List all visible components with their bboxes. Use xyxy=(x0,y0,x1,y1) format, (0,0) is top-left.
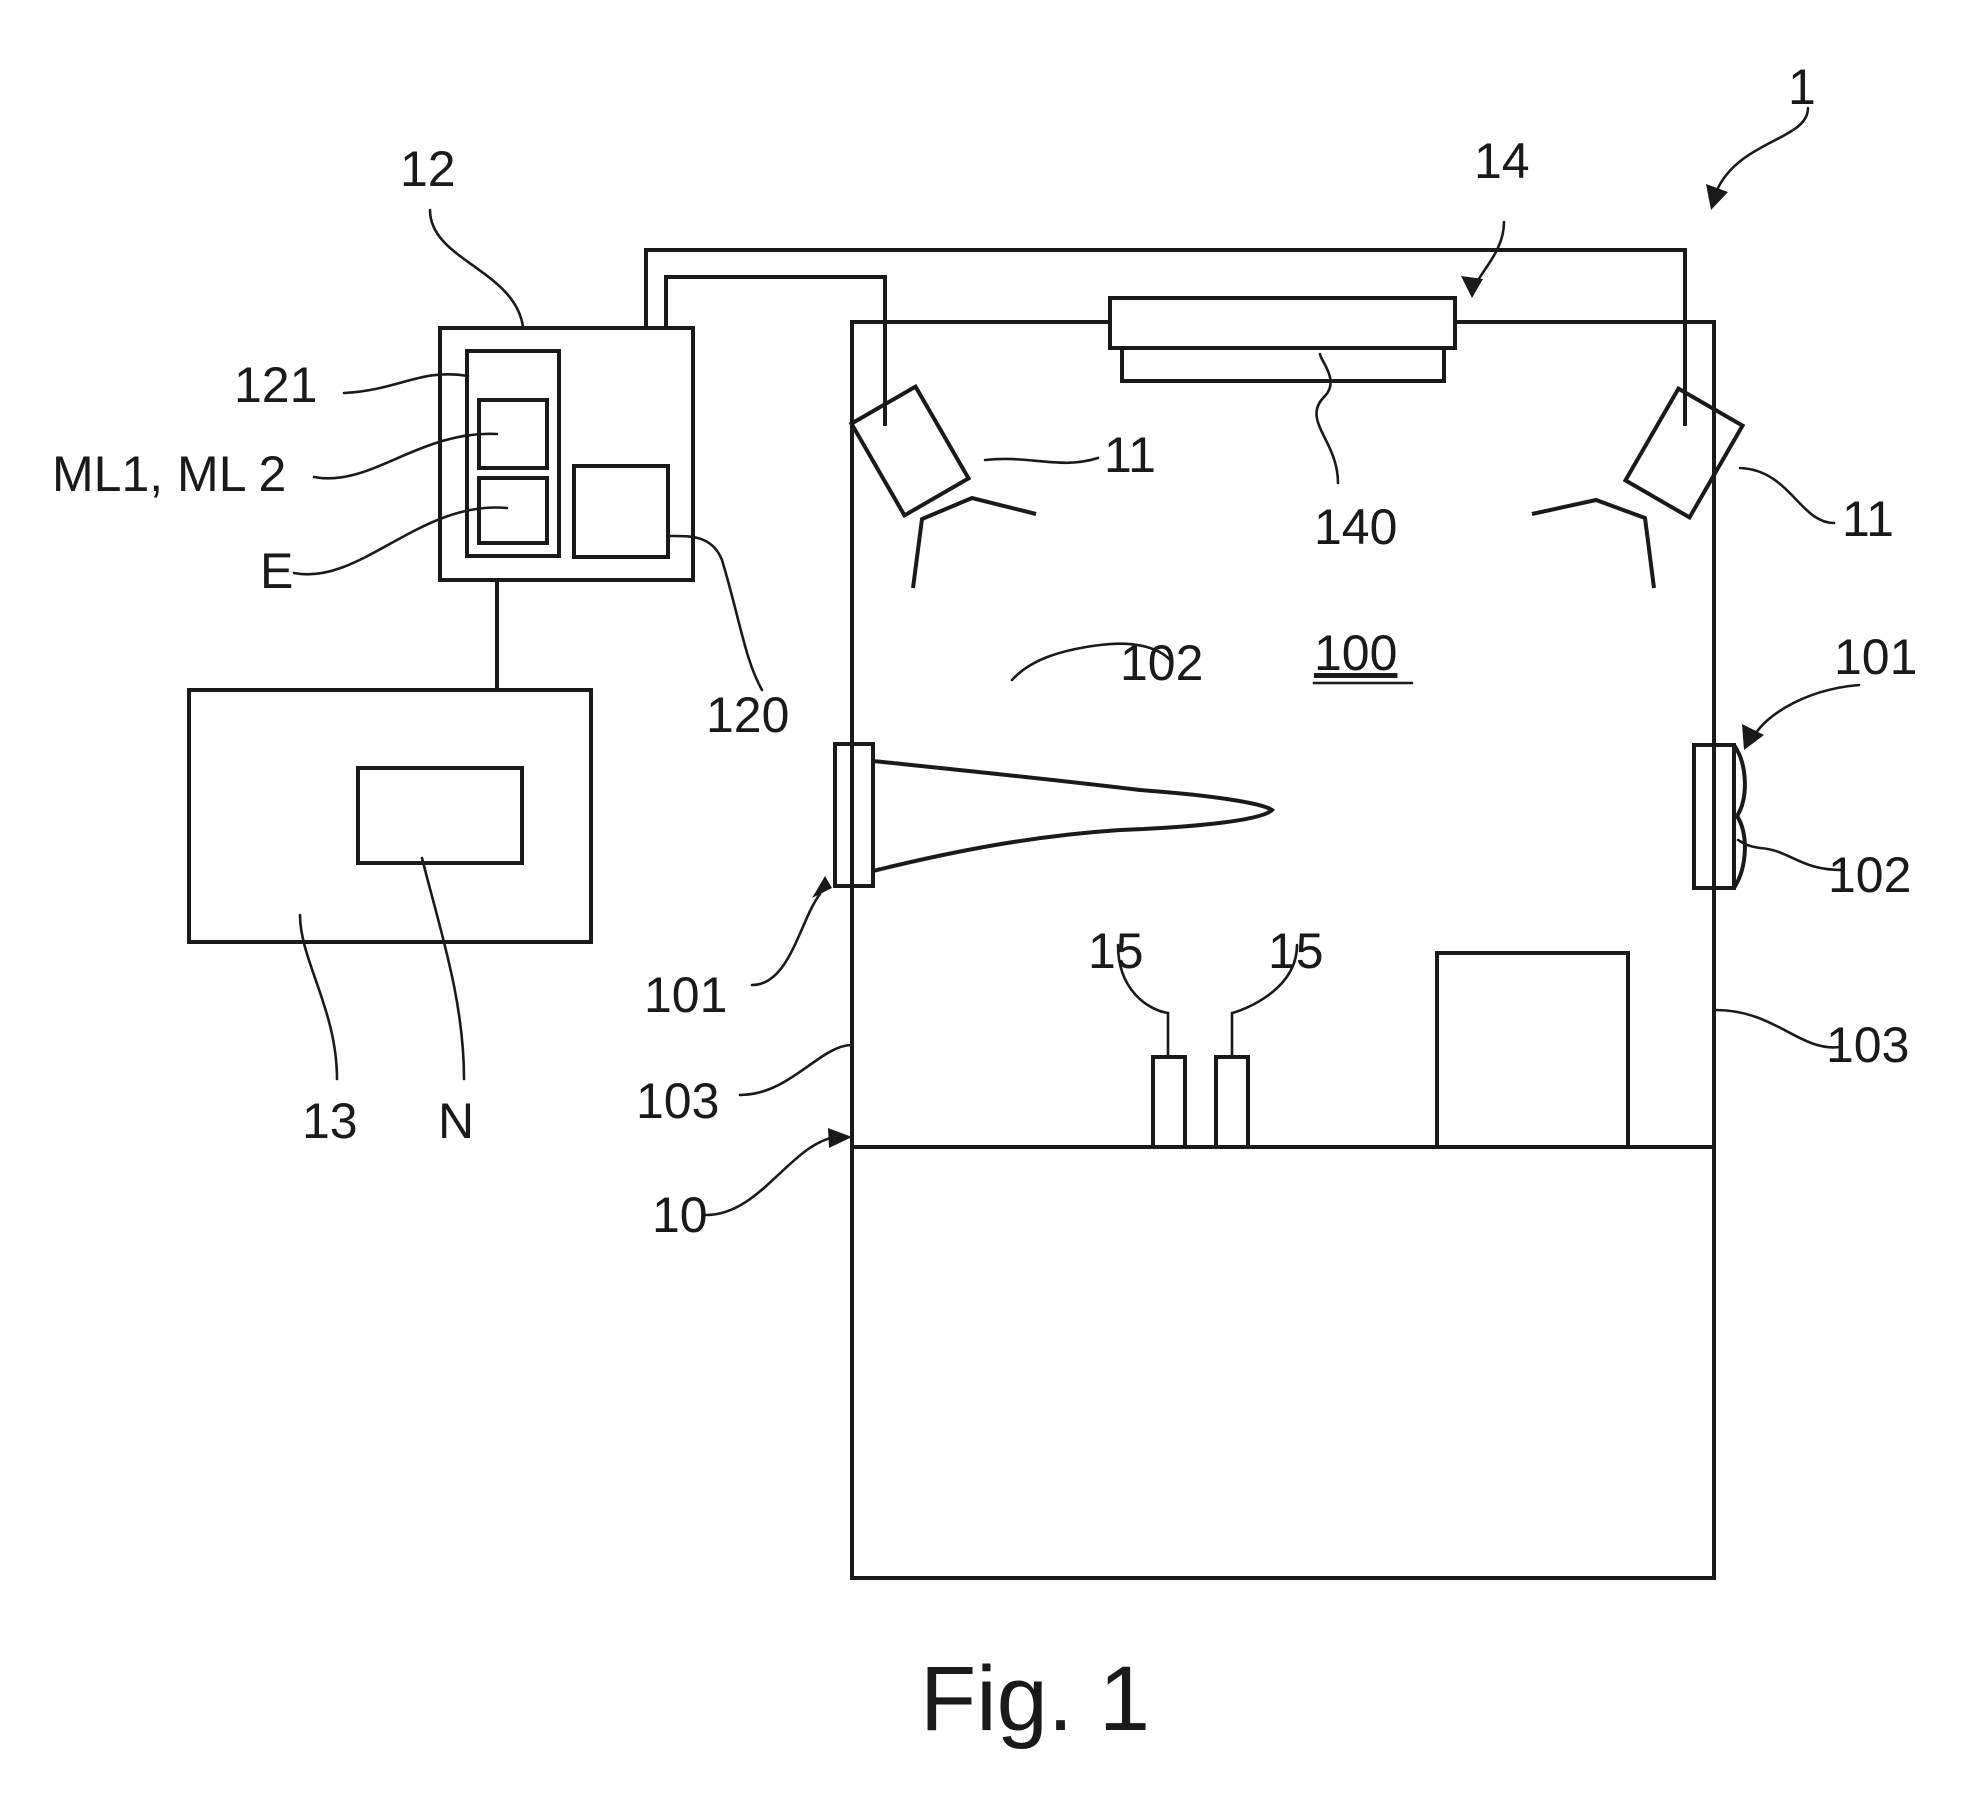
leader-102-right xyxy=(1736,838,1843,872)
leader-103-left xyxy=(738,1043,854,1097)
figure-caption: Fig. 1 xyxy=(920,1648,1150,1750)
label-processor: 120 xyxy=(706,687,789,743)
label-wall-right: 103 xyxy=(1826,1017,1909,1073)
leader-121 xyxy=(342,372,470,395)
item-a xyxy=(1151,1055,1187,1149)
label-housing: 10 xyxy=(652,1187,708,1243)
leader-120 xyxy=(668,534,764,692)
cables xyxy=(644,248,1687,426)
leader-models xyxy=(312,432,499,480)
label-nozzle-left: 101 xyxy=(644,967,727,1023)
label-interior: 100 xyxy=(1314,625,1397,681)
leader-101-right xyxy=(1750,683,1861,742)
leader-11-right xyxy=(1738,466,1836,525)
label-spray-right: 102 xyxy=(1828,847,1911,903)
arrowhead-1 xyxy=(1706,184,1728,210)
label-controller: 12 xyxy=(400,141,456,197)
arrowhead-101-right xyxy=(1742,724,1764,750)
spray-cone-left xyxy=(872,759,1276,873)
nozzle-left xyxy=(833,742,875,888)
label-camera-right: 11 xyxy=(1842,491,1894,547)
camera-right-lens xyxy=(1531,497,1656,589)
nozzle-right xyxy=(1692,743,1736,890)
camera-right-body xyxy=(1622,385,1746,521)
arrowhead-10 xyxy=(828,1128,852,1148)
outer-cable xyxy=(644,248,1687,426)
terminal-box xyxy=(187,688,593,944)
leader-12 xyxy=(428,208,525,329)
processor-box xyxy=(572,464,670,559)
controller-box xyxy=(438,326,695,582)
leader-N xyxy=(420,856,466,1081)
leader-101-left xyxy=(750,892,822,987)
label-spray-left: 102 xyxy=(1120,635,1203,691)
label-evaluation: E xyxy=(260,543,293,599)
lighting-unit-box xyxy=(1108,296,1457,350)
leader-102-left xyxy=(1010,642,1174,682)
label-nozzle-right: 101 xyxy=(1834,629,1917,685)
leader-140 xyxy=(1315,352,1340,485)
label-camera-left: 11 xyxy=(1104,427,1156,483)
leader-10 xyxy=(704,1135,837,1217)
booth-outline xyxy=(850,320,1716,1580)
leader-1 xyxy=(1715,106,1810,192)
leader-103-right xyxy=(1714,1008,1842,1049)
terminal-unit xyxy=(187,580,593,944)
inner-cable xyxy=(664,275,887,426)
camera-left-body xyxy=(848,383,972,519)
terminal-display-box xyxy=(356,766,524,865)
evaluation-box xyxy=(477,476,549,545)
label-item-b: 15 xyxy=(1268,923,1324,979)
label-item-a: 15 xyxy=(1088,923,1144,979)
leader-E xyxy=(292,506,509,576)
label-memory-unit: 121 xyxy=(234,357,317,413)
leader-15-b xyxy=(1230,943,1299,1059)
label-system: 1 xyxy=(1788,59,1816,115)
leader-13 xyxy=(298,913,339,1081)
camera-right xyxy=(1622,385,1746,521)
label-terminal: 13 xyxy=(302,1093,358,1149)
label-lighting-unit: 14 xyxy=(1474,133,1530,189)
camera-left-lens xyxy=(911,495,1037,589)
label-models: ML1, ML 2 xyxy=(52,446,286,502)
leaders xyxy=(292,106,1861,1217)
leader-11-left xyxy=(983,456,1100,465)
leader-15-a xyxy=(1116,943,1170,1059)
arrowhead-101-left xyxy=(812,876,832,898)
memory-unit-box xyxy=(465,349,561,558)
spray-right xyxy=(1732,743,1747,890)
label-wall-left: 103 xyxy=(636,1073,719,1129)
arrowhead-14 xyxy=(1461,276,1483,298)
camera-left xyxy=(848,383,972,519)
controller-unit xyxy=(438,326,695,582)
workpiece-block xyxy=(1435,951,1630,1149)
label-terminal-display: N xyxy=(438,1093,474,1149)
label-light-panel: 140 xyxy=(1314,499,1397,555)
item-b xyxy=(1214,1055,1250,1149)
light-panel-box xyxy=(1120,346,1446,383)
